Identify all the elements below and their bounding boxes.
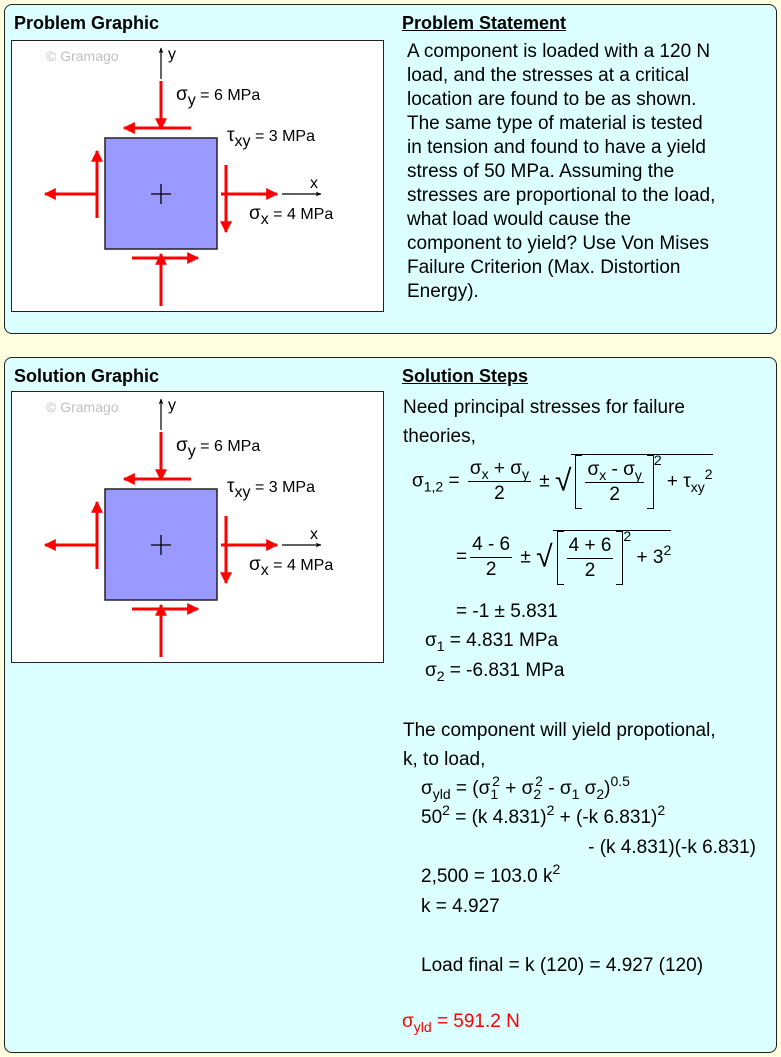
center-cross-icon — [151, 535, 171, 555]
load-final: Load final = k (120) = 4.927 (120) — [421, 955, 704, 976]
sigma-x-label: σx = 4 MPa — [249, 554, 333, 579]
watermark: © Gramago — [46, 48, 119, 64]
principal-stress-result: = -1 ± 5.831 — [456, 601, 558, 622]
sigma-2-value: σ2 = -6.831 MPa — [425, 660, 565, 684]
final-answer: σyld = 591.2 N — [402, 1011, 520, 1035]
tau-xy-label: τxy = 3 MPa — [227, 125, 315, 150]
sigma-1-value: σ1 = 4.831 MPa — [425, 630, 559, 654]
solution-steps-title: Solution Steps — [402, 366, 528, 386]
text-line-2: k, to load, — [403, 749, 486, 770]
solution-graphic: © Gramago y x σy = 6 MPa τxy = 3 MPa σx … — [11, 391, 384, 663]
sigma-y-label: σy = 6 MPa — [176, 84, 260, 109]
stress-element-diagram: © Gramago y x σy = 6 MPa τxy = 3 MPa σx … — [43, 46, 333, 306]
solution-graphic-title: Solution Graphic — [14, 366, 160, 386]
statement-line: stress of 50 MPa. Assuming the — [407, 161, 675, 182]
y-axis-label: y — [168, 46, 176, 63]
intro-line-1: Need principal stresses for failure — [403, 397, 685, 418]
statement-line: what load would cause the — [407, 209, 631, 230]
k-value: k = 4.927 — [421, 896, 500, 917]
von-mises-equation: σyld = (σ12 + σ22 - σ1 σ2)0.5 — [421, 773, 630, 802]
statement-line: component to yield? Use Von Mises — [407, 233, 710, 254]
tau-xy-label: τxy = 3 MPa — [227, 476, 315, 501]
yield-substitution-cont: - (k 4.831)(-k 6.831) — [588, 837, 756, 858]
statement-line: in tension and found to have a yield — [407, 137, 706, 158]
statement-line: load, and the stresses at a critical — [407, 65, 689, 86]
x-axis-label: x — [310, 526, 318, 543]
sigma-x-label: σx = 4 MPa — [249, 203, 333, 228]
statement-line: A component is loaded with a 120 N — [407, 41, 711, 62]
statement-line: Failure Criterion (Max. Distortion — [407, 257, 681, 278]
statement-line: location are found to be as shown. — [407, 89, 697, 110]
problem-statement-title: Problem Statement — [402, 13, 567, 33]
statement-line: Energy). — [407, 281, 479, 302]
text-line-1: The component will yield propotional, — [403, 720, 716, 741]
yield-substitution: 502 = (k 4.831)2 + (-k 6.831)2 — [421, 802, 666, 828]
stress-element-diagram: © Gramago y x σy = 6 MPa τxy = 3 MPa σx … — [43, 397, 333, 657]
problem-statement: A component is loaded with a 120 N load, … — [407, 40, 767, 304]
sigma-y-label: σy = 6 MPa — [176, 435, 260, 460]
problem-graphic-title: Problem Graphic — [14, 13, 160, 33]
intro-line-2: theories, — [403, 426, 476, 447]
y-axis-label: y — [168, 397, 176, 414]
watermark: © Gramago — [46, 399, 119, 415]
x-axis-label: x — [310, 175, 318, 192]
problem-graphic: © Gramago y x σy = 6 MPa τxy = 3 MPa σx … — [11, 40, 384, 312]
k-squared-equation: 2,500 = 103.0 k2 — [421, 861, 561, 887]
center-cross-icon — [151, 184, 171, 204]
statement-line: The same type of material is tested — [407, 113, 703, 134]
statement-line: stresses are proportional to the load, — [407, 185, 716, 206]
